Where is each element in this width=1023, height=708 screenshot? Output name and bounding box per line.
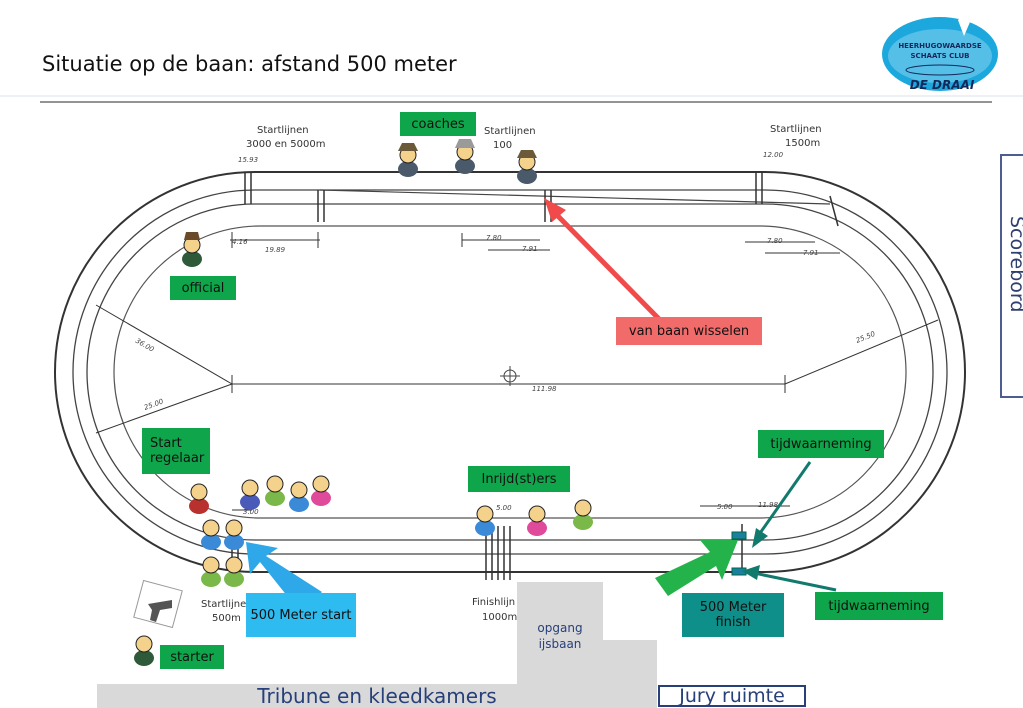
dim-11198: 111.98 xyxy=(532,385,557,393)
timing-box-top xyxy=(731,531,747,540)
dim-3600: 36.00 xyxy=(134,337,156,354)
start-500-label-b: 500m xyxy=(212,613,241,624)
dim-500b: 5.00 xyxy=(496,504,512,512)
crossing-line xyxy=(319,189,831,205)
dim-1200: 12.00 xyxy=(763,151,784,159)
page-title: Situatie op de baan: afstand 500 meter xyxy=(42,52,457,76)
coach-3-icon xyxy=(516,153,538,185)
skater-1-icon xyxy=(200,519,222,551)
start-1500-label: Startlijnen xyxy=(770,124,822,135)
dim-2550: 25.50 xyxy=(855,330,877,345)
svg-text:SCHAATS CLUB: SCHAATS CLUB xyxy=(911,52,970,60)
person-blue-icon xyxy=(239,479,261,511)
svg-text:HEERHUGOWAARDSE: HEERHUGOWAARDSE xyxy=(898,42,982,50)
official-label: official xyxy=(170,276,236,300)
coach-2-icon xyxy=(454,143,476,175)
start-500-label: Startlijnen xyxy=(201,599,253,610)
dim-300: 3.00 xyxy=(243,508,259,516)
outer-track-line xyxy=(54,171,966,573)
tribune-area: Tribune en kleedkamers xyxy=(97,684,657,708)
dim-line-2550 xyxy=(784,319,939,385)
teal-arrow-bottom xyxy=(753,571,837,592)
red-arrow-head xyxy=(544,198,566,222)
dim-791b: 7.91 xyxy=(803,249,819,257)
dim-416: 4.16 xyxy=(232,238,248,246)
inrijder-1-icon xyxy=(474,505,496,537)
500m-start-label: 500 Meter start xyxy=(246,593,356,637)
start-line-curve xyxy=(829,195,839,227)
inrijder-3-icon xyxy=(572,499,594,531)
start-100-label-b: 100 xyxy=(493,140,512,151)
starter-pistol-icon xyxy=(133,579,183,629)
500m-finish-label: 500 Meter finish xyxy=(682,593,784,637)
tijdwaarneming-bottom-label: tijdwaarneming xyxy=(815,592,943,620)
finish-label-b: 1000m xyxy=(482,612,517,623)
person-pink-icon xyxy=(310,475,332,507)
start-1500-label-b: 1500m xyxy=(785,138,820,149)
green-arrow xyxy=(655,540,738,596)
start-100-label: Startlijnen xyxy=(484,126,536,137)
dim-line-2500 xyxy=(95,383,233,434)
inner-track-line xyxy=(113,225,907,519)
dim-500: 5.00 xyxy=(717,503,733,511)
dim-1989: 19.89 xyxy=(265,246,286,254)
person-green-icon xyxy=(264,475,286,507)
coaches-label: coaches xyxy=(400,112,476,136)
start-regelaar-label: Start regelaar xyxy=(142,428,210,474)
skater-2-icon xyxy=(223,519,245,551)
dim-780a: 7.80 xyxy=(486,234,502,242)
start-3000-label: Startlijnen xyxy=(257,125,309,136)
teal-arrow-top xyxy=(756,461,812,537)
coach-1-icon xyxy=(397,146,419,178)
person-blue2-icon xyxy=(288,481,310,513)
start-3000-label-b: 3000 en 5000m xyxy=(246,139,326,150)
dim-780b: 7.80 xyxy=(767,237,783,245)
dim-1593: 15.93 xyxy=(238,156,258,164)
scorebord-box: Scorebord xyxy=(1000,154,1023,398)
skater-3-icon xyxy=(200,556,222,588)
start-regelaar-icons xyxy=(188,475,332,588)
start-regelaar-icon xyxy=(188,483,210,515)
starter-label: starter xyxy=(160,645,224,669)
dim-1198: 11.98 xyxy=(758,501,779,509)
finish-label: Finishlijn xyxy=(472,597,515,608)
inner-lane-line xyxy=(86,203,934,541)
club-logo: HEERHUGOWAARDSE SCHAATS CLUB DE DRAAI xyxy=(882,16,998,92)
jury-ruimte-box: Jury ruimte xyxy=(658,685,806,707)
red-arrow-line xyxy=(550,208,662,322)
tijdwaarneming-top-label: tijdwaarneming xyxy=(758,430,884,458)
official-icon xyxy=(181,236,203,268)
van-baan-wisselen-label: van baan wisselen xyxy=(616,317,762,345)
skater-logo-icon xyxy=(958,16,970,36)
coach-icons xyxy=(397,139,538,185)
inrijders-label: Inrijd(st)ers xyxy=(468,466,570,492)
dim-791a: 7.91 xyxy=(522,245,538,253)
inrijder-2-icon xyxy=(526,505,548,537)
svg-text:DE DRAAI: DE DRAAI xyxy=(910,78,975,92)
scorebord-label: Scorebord xyxy=(1006,216,1023,313)
dim-line-3600 xyxy=(95,304,233,385)
starter-icon xyxy=(133,635,155,667)
opgang-ijsbaan-box: opgang ijsbaan xyxy=(517,582,603,686)
lane-divider xyxy=(72,189,948,555)
